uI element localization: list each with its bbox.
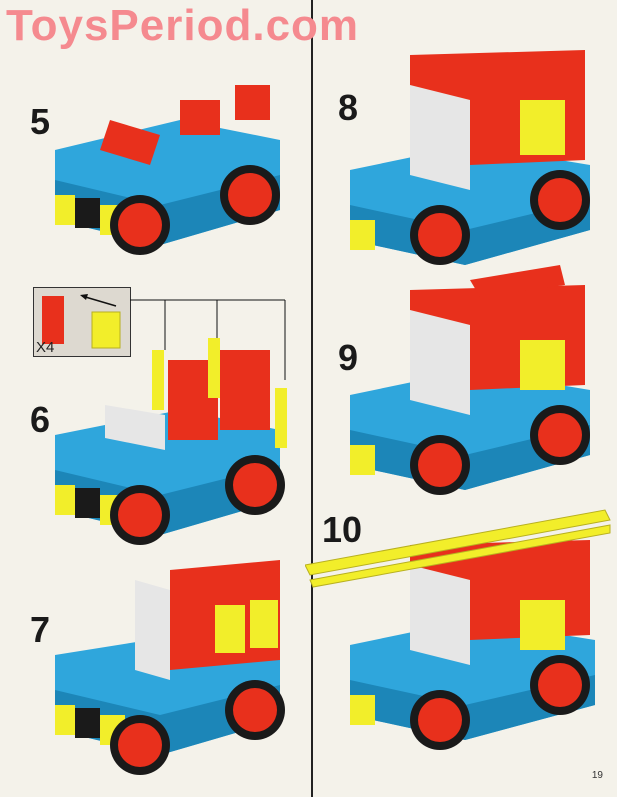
step-number-9: 9: [338, 337, 359, 378]
page-number: 19: [591, 770, 603, 781]
step-number-6: 6: [30, 399, 51, 440]
step-9-illustration: [340, 265, 600, 505]
step-number-5: 5: [30, 101, 51, 142]
step-5-illustration: [40, 80, 290, 255]
step-number-8: 8: [338, 87, 359, 128]
step-number-10: 10: [322, 509, 363, 550]
watermark: ToysPeriod.com: [6, 1, 360, 50]
step-7-illustration: [40, 550, 300, 790]
step-number-7: 7: [30, 609, 51, 650]
parts-inset: X4: [33, 287, 131, 357]
quantity-label: X4: [36, 339, 55, 356]
step-8-illustration: [340, 40, 600, 270]
page-divider: [311, 0, 313, 797]
step-10-illustration: [305, 495, 617, 785]
step-6-illustration: [40, 290, 300, 560]
